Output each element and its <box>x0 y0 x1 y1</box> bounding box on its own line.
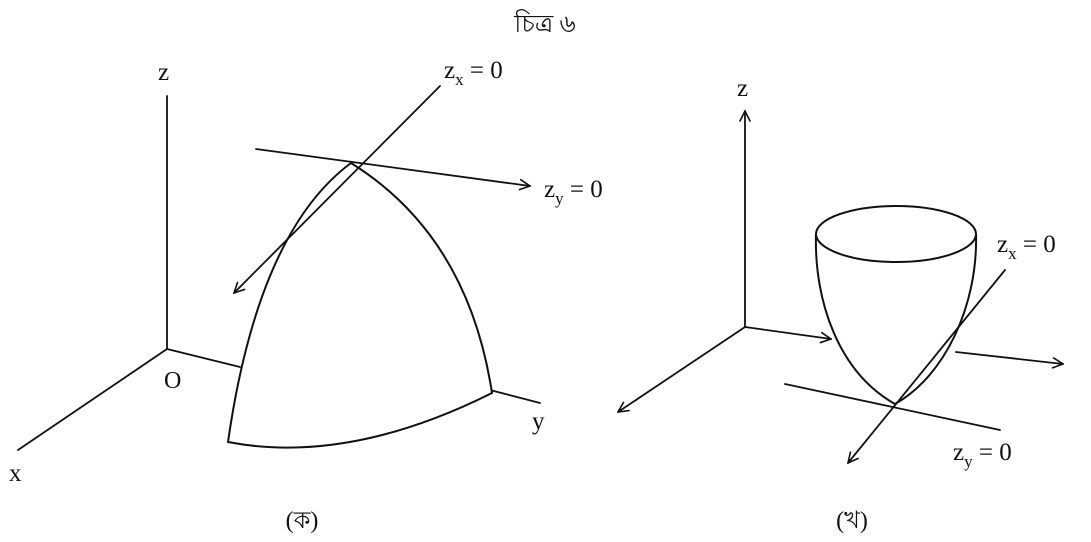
panel-a-origin-label: O <box>164 368 181 394</box>
panel-a-zx-label: zx = 0 <box>444 57 503 89</box>
panel-a-caption: (ক) <box>286 508 319 534</box>
panel-a-y-axis-label: y <box>532 408 545 435</box>
panel-a-z-axis-label: z <box>158 59 169 86</box>
panel-b-zy-label: zy = 0 <box>953 439 1012 471</box>
panel-a-y-axis-front <box>489 389 541 404</box>
panel-a-zy-label: zy = 0 <box>544 176 603 208</box>
panel-b-y-axis-front <box>955 351 1063 364</box>
panel-b-bowl-rim <box>815 205 977 263</box>
panel-b-zx-label: zx = 0 <box>997 231 1056 263</box>
panel-b-x-axis <box>618 326 746 412</box>
panel-a-x-axis <box>17 348 168 451</box>
panel-b-y-axis-back <box>744 326 831 339</box>
panel-b-zx-tangent-line <box>848 269 1006 463</box>
panel-a-x-axis-label: x <box>9 460 22 487</box>
panel-a-zx-tangent-line <box>234 85 441 293</box>
panel-b: z zx = 0 zy = 0 (খ) <box>618 75 1063 534</box>
panel-a-zy-tangent-line <box>255 148 530 186</box>
panel-b-z-axis-label: z <box>737 75 748 102</box>
panel-a-dome-surface <box>227 162 493 449</box>
panel-a-y-axis-back <box>166 348 241 368</box>
panel-a: z O x y zx = 0 zy = 0 (ক) <box>9 57 603 534</box>
panel-b-caption: (খ) <box>836 508 868 534</box>
figure-title: চিত্র ৬ <box>513 9 576 38</box>
